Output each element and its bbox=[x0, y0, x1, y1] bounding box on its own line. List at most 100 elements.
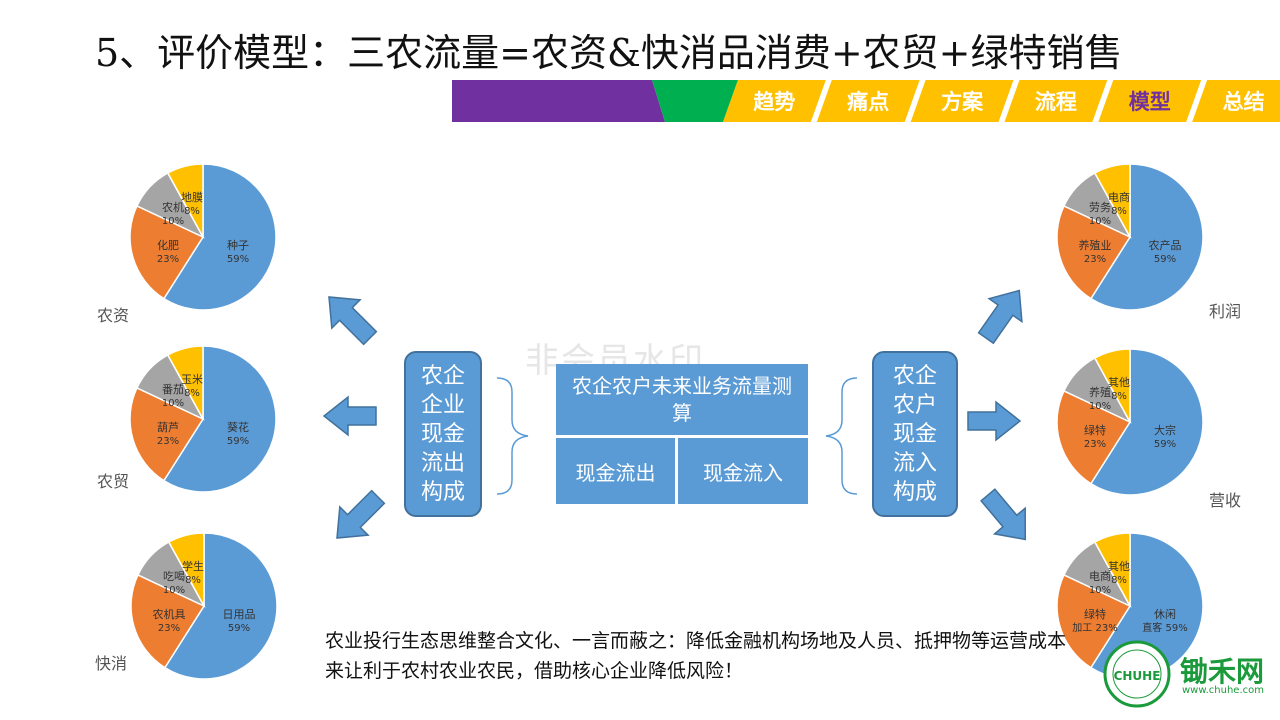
pie-slice-name-left-1-1: 化肥 bbox=[157, 238, 179, 252]
nav-tab-2[interactable] bbox=[910, 80, 1014, 122]
logo-name: 锄禾网 bbox=[1180, 655, 1265, 688]
page-title: 5、评价模型：三农流量=农资&快消品消费+农贸+绿特销售 bbox=[95, 31, 1123, 75]
pie-label-nongzi: 农资 bbox=[97, 306, 130, 325]
pie-slice-name-left-3-3: 学生 bbox=[182, 559, 204, 573]
pie-slice-pct-left-1-1: 23% bbox=[157, 254, 179, 265]
future-flow-estimate-box: 农企农户未来业务流量测算 bbox=[556, 364, 808, 435]
pie-slice-pct-right-1-2: 10% bbox=[1089, 216, 1111, 227]
pie-slice-name-left-1-2: 农机 bbox=[162, 200, 184, 214]
nav-tab-label-2: 方案 bbox=[941, 90, 984, 114]
pie-slice-name-left-3-2: 吃喝 bbox=[163, 570, 185, 583]
pie-slice-pct-right-1-0: 59% bbox=[1154, 254, 1176, 265]
pie-slice-left-2-0 bbox=[162, 345, 277, 493]
pie-slice-pct-left-1-2: 10% bbox=[162, 216, 184, 227]
pie-slice-pct-left-1-3: 8% bbox=[184, 206, 200, 217]
pie-slice-name-left-2-1: 葫芦 bbox=[157, 421, 179, 434]
pie-slice-name-left-2-0: 葵花 bbox=[227, 421, 249, 434]
pie-slice-pct-right-3-1: 加工 23% bbox=[1072, 622, 1117, 634]
nav-tab-label-0: 趋势 bbox=[753, 90, 795, 114]
pie-slice-pct-left-3-3: 8% bbox=[185, 575, 201, 586]
pie-slice-right-2-0 bbox=[1089, 348, 1204, 496]
nav-tab-5[interactable] bbox=[1192, 80, 1280, 122]
pie-slice-left-2-3 bbox=[166, 345, 204, 420]
pie-slice-pct-left-2-2: 10% bbox=[162, 398, 184, 409]
pie-slice-pct-left-2-1: 23% bbox=[157, 436, 179, 447]
pie-slice-right-2-3 bbox=[1093, 348, 1131, 423]
cash-out-text: 现金流出 bbox=[575, 460, 656, 485]
pie-label-yingshou: 营收 bbox=[1209, 491, 1242, 510]
pie-slice-right-3-3 bbox=[1093, 532, 1131, 607]
pie-label-kuaixiao: 快消 bbox=[95, 654, 128, 673]
arrow-to-lirun-icon bbox=[977, 289, 1023, 345]
pie-slice-name-left-1-3: 地膜 bbox=[181, 191, 203, 204]
chuhe-logo-icon: CHUHE bbox=[1103, 640, 1171, 708]
future-flow-estimate-text: 农企农户未来业务流量测算 bbox=[572, 373, 792, 425]
left-brace-icon bbox=[496, 377, 529, 495]
pie-slice-pct-right-2-1: 23% bbox=[1084, 439, 1106, 450]
cash-inflow-composition-box: 农企农户现金流入构成 bbox=[872, 351, 958, 517]
pie-slice-name-right-3-3: 其他 bbox=[1108, 560, 1130, 573]
pie-slice-name-right-1-2: 劳务 bbox=[1089, 201, 1111, 214]
cash-outflow-composition-text: 农企企业现金流出构成 bbox=[420, 363, 465, 505]
pie-slice-left-1-0 bbox=[162, 163, 277, 311]
cash-in-text: 现金流入 bbox=[703, 460, 783, 485]
summary-note: 农业投行生态思维整合文化、一言而蔽之：降低金融机构场地及人员、抵押物等运营成本来… bbox=[325, 630, 1067, 682]
svg-text:CHUHE: CHUHE bbox=[1114, 669, 1161, 683]
pie-label-lirun: 利润 bbox=[1209, 302, 1242, 321]
arrow-to-kuaixiao-icon bbox=[336, 489, 386, 539]
pie-slice-pct-right-3-0: 直客 59% bbox=[1142, 621, 1187, 634]
pie-slice-pct-left-2-0: 59% bbox=[227, 436, 249, 447]
nav-tab-label-3: 流程 bbox=[1035, 90, 1077, 114]
pie-slice-name-right-3-1: 绿特 bbox=[1084, 607, 1106, 621]
pie-slice-name-right-1-0: 农产品 bbox=[1149, 238, 1182, 252]
pie-slice-pct-right-3-3: 8% bbox=[1111, 575, 1127, 586]
pie-slice-left-1-3 bbox=[166, 163, 204, 238]
logo-url: www.chuhe.com bbox=[1182, 685, 1264, 696]
nav-green-segment bbox=[652, 80, 738, 122]
cash-in-box: 现金流入 bbox=[678, 438, 808, 504]
pie-slice-pct-right-2-0: 59% bbox=[1154, 439, 1176, 450]
pie-slice-name-right-2-2: 养殖 bbox=[1089, 385, 1111, 399]
pie-slice-name-right-1-3: 电商 bbox=[1108, 190, 1130, 204]
pie-chart-left-2: 葵花 59% 葫芦 23% 番茄 10% 玉米 8% bbox=[129, 345, 277, 493]
pie-slice-pct-right-1-3: 8% bbox=[1111, 206, 1127, 217]
nav-tab-4[interactable] bbox=[1098, 80, 1202, 122]
pie-slice-pct-left-1-0: 59% bbox=[227, 254, 249, 265]
pie-chart-right-1: 农产品 59% 养殖业 23% 劳务 10% 电商 8% bbox=[1056, 163, 1204, 311]
pie-slice-pct-left-2-3: 8% bbox=[184, 388, 200, 399]
cash-out-box: 现金流出 bbox=[556, 438, 675, 504]
arrow-to-nongmao-icon bbox=[322, 395, 377, 437]
arrow-to-nongzi-icon bbox=[328, 296, 378, 346]
pie-slice-pct-left-3-0: 59% bbox=[228, 623, 250, 634]
cash-inflow-composition-text: 农企农户现金流入构成 bbox=[892, 363, 937, 505]
nav-tab-1[interactable] bbox=[816, 80, 920, 122]
right-brace-icon bbox=[825, 377, 858, 495]
pie-slice-pct-right-1-1: 23% bbox=[1084, 254, 1106, 265]
pie-slice-name-left-1-0: 种子 bbox=[227, 238, 249, 252]
pie-slice-right-1-3 bbox=[1093, 163, 1131, 238]
pie-slice-name-right-2-1: 绿特 bbox=[1084, 423, 1106, 437]
pie-slice-name-right-3-2: 电商 bbox=[1089, 569, 1111, 583]
pie-slice-left-3-0 bbox=[163, 532, 278, 680]
nav-tab-0[interactable] bbox=[723, 80, 826, 122]
nav-purple-segment bbox=[452, 80, 665, 122]
pie-slice-pct-left-3-2: 10% bbox=[163, 585, 185, 596]
pie-slice-pct-right-3-2: 10% bbox=[1089, 585, 1111, 596]
pie-slice-name-left-2-3: 玉米 bbox=[181, 373, 203, 386]
pie-slice-name-left-3-1: 农机具 bbox=[153, 607, 186, 621]
pie-slice-name-left-3-0: 日用品 bbox=[223, 608, 256, 621]
nav-tab-3[interactable] bbox=[1004, 80, 1108, 122]
pie-slice-pct-left-3-1: 23% bbox=[158, 623, 180, 634]
pie-slice-right-1-0 bbox=[1089, 163, 1204, 311]
pie-slice-name-right-1-1: 养殖业 bbox=[1079, 238, 1112, 252]
cash-outflow-composition-box: 农企企业现金流出构成 bbox=[404, 351, 482, 517]
nav-tab-label-4: 模型 bbox=[1129, 90, 1171, 114]
nav-tab-label-5: 总结 bbox=[1223, 90, 1265, 114]
pie-slice-pct-right-2-3: 8% bbox=[1111, 391, 1127, 402]
pie-slice-left-3-3 bbox=[167, 532, 205, 607]
pie-slice-name-right-3-0: 休闲 bbox=[1154, 607, 1176, 621]
pie-slice-name-left-2-2: 番茄 bbox=[162, 382, 184, 396]
